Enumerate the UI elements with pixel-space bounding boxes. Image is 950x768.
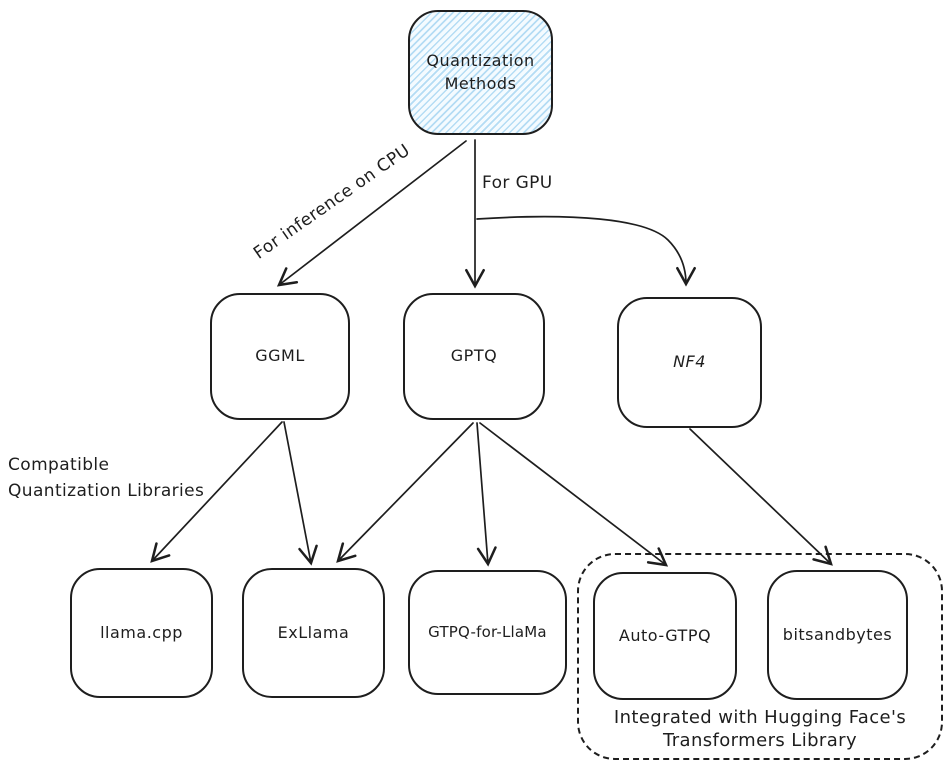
edge-ggml-to-exllama [283,421,318,566]
edge-gptq-to-exllama [336,422,474,563]
node-llama-cpp: llama.cpp [70,568,213,698]
node-ggml: GGML [210,293,350,420]
hugging-face-group-container [577,553,943,760]
annotation-compatible-line2: Quantization Libraries [8,481,205,501]
node-quantization-methods: Quantization Methods [408,10,553,135]
node-nf4: NF4 [617,297,762,428]
edge-nf4-to-bitsandbytes [689,428,833,566]
edge-gptq-to-autogtpq [479,422,669,567]
annotation-integrated-with-hugging-face: Integrated with Hugging Face's Transform… [587,706,933,752]
edge-ggml-to-llamacpp [150,421,283,563]
node-exllama: ExLlama [242,568,385,698]
annotation-integrated-line2: Transformers Library [662,730,858,751]
annotation-compatible-line1: Compatible [8,455,110,475]
node-gptq: GPTQ [403,293,545,420]
node-auto-gtpq: Auto-GTPQ [593,572,737,700]
edge-label-for-gpu: For GPU [482,173,553,193]
edge-qm-to-ggml [276,140,467,287]
annotation-integrated-line1: Integrated with Hugging Face's [613,707,907,728]
edge-qm-to-nf4 [476,215,696,287]
node-bitsandbytes: bitsandbytes [767,570,908,700]
annotation-compatible-quantization-libraries: Compatible Quantization Libraries [8,452,204,504]
edge-gptq-to-gtpqforllama [476,422,497,567]
node-gtpq-for-llama: GTPQ-for-LlaMa [408,570,567,695]
